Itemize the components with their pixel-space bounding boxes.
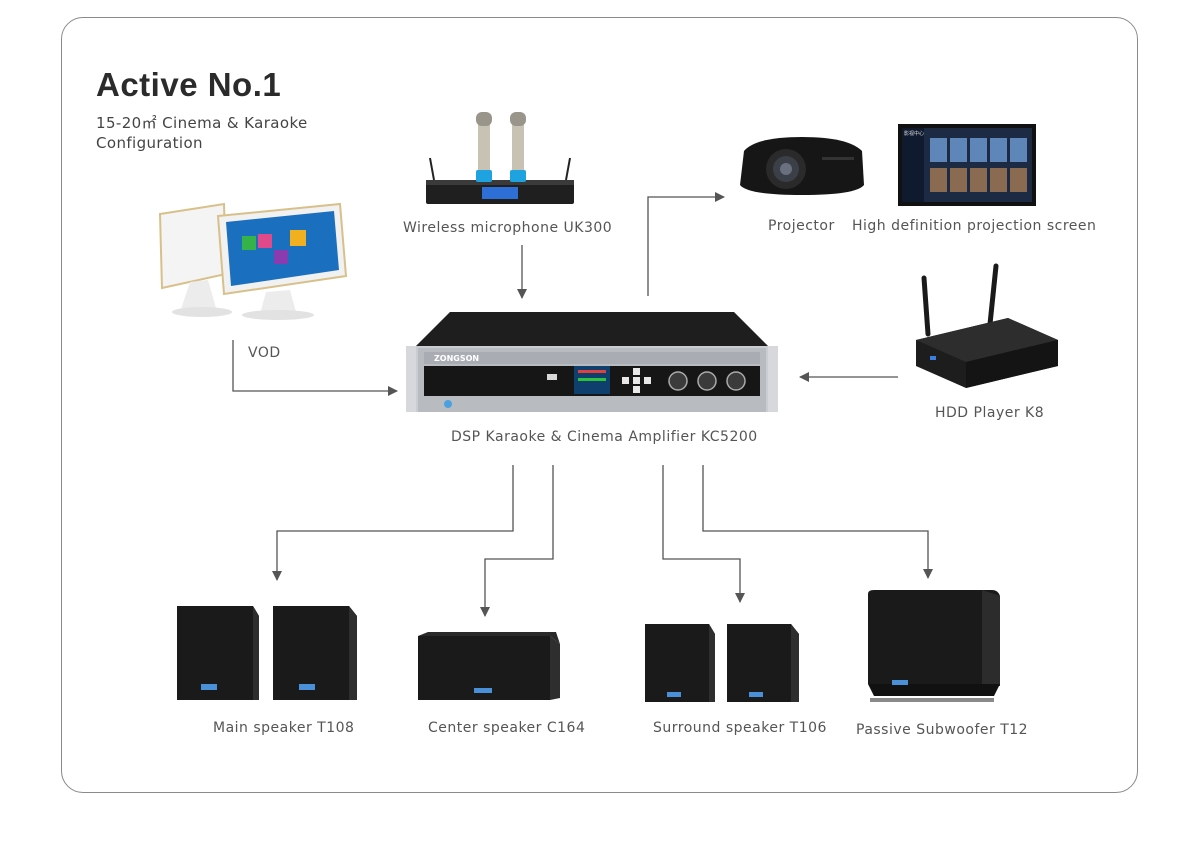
surround-speaker-image: [645, 624, 799, 702]
amplifier-image: ZONGSON: [406, 312, 778, 412]
hdd-label: HDD Player K8: [935, 405, 1045, 421]
hdd-player-image: [916, 263, 1058, 388]
wireless-microphone-image: [426, 112, 574, 204]
diagram-frame: [61, 17, 1138, 793]
subwoofer-label: Passive Subwoofer T12: [856, 722, 1029, 738]
subwoofer-image: [868, 590, 1000, 702]
screen-menu-title: 影视中心: [904, 130, 924, 137]
main-speaker-label: Main speaker T108: [213, 720, 355, 736]
page-title: Active No.1: [96, 66, 282, 103]
projector-image: [740, 137, 864, 195]
amplifier-brand: ZONGSON: [434, 354, 479, 363]
surround-speaker-label: Surround speaker T106: [653, 720, 827, 736]
center-speaker-image: [418, 632, 560, 700]
wire-amp-to-center: [480, 465, 554, 617]
amplifier-label: DSP Karaoke & Cinema Amplifier KC5200: [451, 429, 758, 445]
subtitle-line-1: 15-20㎡ Cinema & Karaoke: [96, 114, 308, 132]
screen-label: High definition projection screen: [852, 218, 1097, 234]
wire-amp-to-projector: [647, 192, 725, 296]
projection-screen-image: 影视中心: [898, 124, 1036, 206]
subtitle-line-2: Configuration: [96, 134, 203, 152]
wire-amp-to-main: [272, 465, 514, 581]
vod-terminal-image: [158, 202, 348, 320]
microphone-label: Wireless microphone UK300: [403, 220, 613, 236]
wire-amp-to-surround: [662, 465, 745, 603]
wire-amp-to-subwoofer: [702, 465, 933, 579]
page-subtitle: 15-20㎡ Cinema & Karaoke Configuration: [96, 113, 356, 153]
center-speaker-label: Center speaker C164: [428, 720, 586, 736]
wire-vod-to-amp: [232, 340, 398, 396]
vod-label: VOD: [248, 345, 281, 361]
main-speaker-image: [177, 606, 357, 700]
projector-label: Projector: [768, 218, 835, 234]
